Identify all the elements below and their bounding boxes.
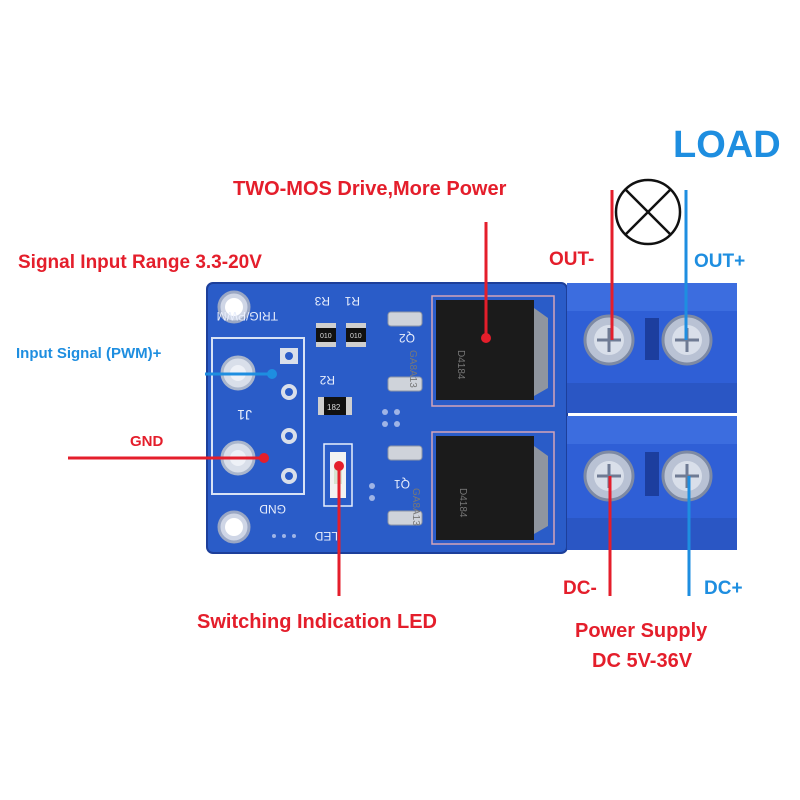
svg-text:D4184: D4184 xyxy=(457,488,468,518)
power-supply-label: Power Supply xyxy=(575,620,708,642)
dc-minus-label: DC- xyxy=(563,578,597,599)
svg-text:010: 010 xyxy=(320,333,332,340)
j1-header-outline xyxy=(211,337,305,495)
switching-led-label: Switching Indication LED xyxy=(197,611,437,633)
mosfet-q1: GA8A13 D4184 xyxy=(410,431,555,545)
power-supply-voltage-label: DC 5V-36V xyxy=(592,650,693,672)
dc-plus-label: DC+ xyxy=(704,578,743,599)
silk-gnd: GND xyxy=(259,502,286,516)
mosfet-q2: GA8A13 D4184 xyxy=(407,295,555,407)
svg-text:GA8A13: GA8A13 xyxy=(410,488,421,526)
svg-text:D4184: D4184 xyxy=(455,350,466,380)
silk-r2: R2 xyxy=(319,373,335,387)
leader-gnd-dot xyxy=(259,453,269,463)
gnd-label: GND xyxy=(130,433,164,450)
silk-r1: R1 xyxy=(344,294,360,308)
input-signal-label: Input Signal (PWM)+ xyxy=(16,345,162,362)
load-label: LOAD xyxy=(673,124,781,166)
j1-small-pads xyxy=(280,348,298,484)
two-mos-label: TWO-MOS Drive,More Power xyxy=(233,178,507,200)
mounting-hole-top-left xyxy=(217,290,251,324)
mounting-hole-bottom-left xyxy=(217,510,251,544)
silk-q1: Q1 xyxy=(394,477,410,491)
signal-range-label: Signal Input Range 3.3-20V xyxy=(18,252,262,273)
resistor-r3: 010 xyxy=(316,323,336,347)
load-lamp-symbol xyxy=(614,178,682,246)
screw-dc-plus xyxy=(661,450,713,502)
resistor-r2: 182 xyxy=(318,397,352,415)
leader-led-dot xyxy=(334,461,344,471)
svg-text:182: 182 xyxy=(327,403,341,412)
silk-trig-pwm: TRIG/PWM xyxy=(217,309,278,323)
out-plus-label: OUT+ xyxy=(694,251,746,272)
resistor-r1: 010 xyxy=(346,323,366,347)
leader-input-signal-dot xyxy=(267,369,277,379)
mosfet-pins xyxy=(387,311,423,526)
screw-out-minus xyxy=(583,314,635,366)
via-dots xyxy=(272,409,400,538)
silk-r3: R3 xyxy=(314,294,330,308)
out-minus-label: OUT- xyxy=(549,249,595,270)
silk-j1: J1 xyxy=(237,407,252,423)
svg-text:GA8A13: GA8A13 xyxy=(407,350,418,388)
svg-text:010: 010 xyxy=(350,333,362,340)
leader-two-mos-dot xyxy=(481,333,491,343)
silk-q2: Q2 xyxy=(399,331,415,345)
silk-led: LED xyxy=(314,529,338,543)
